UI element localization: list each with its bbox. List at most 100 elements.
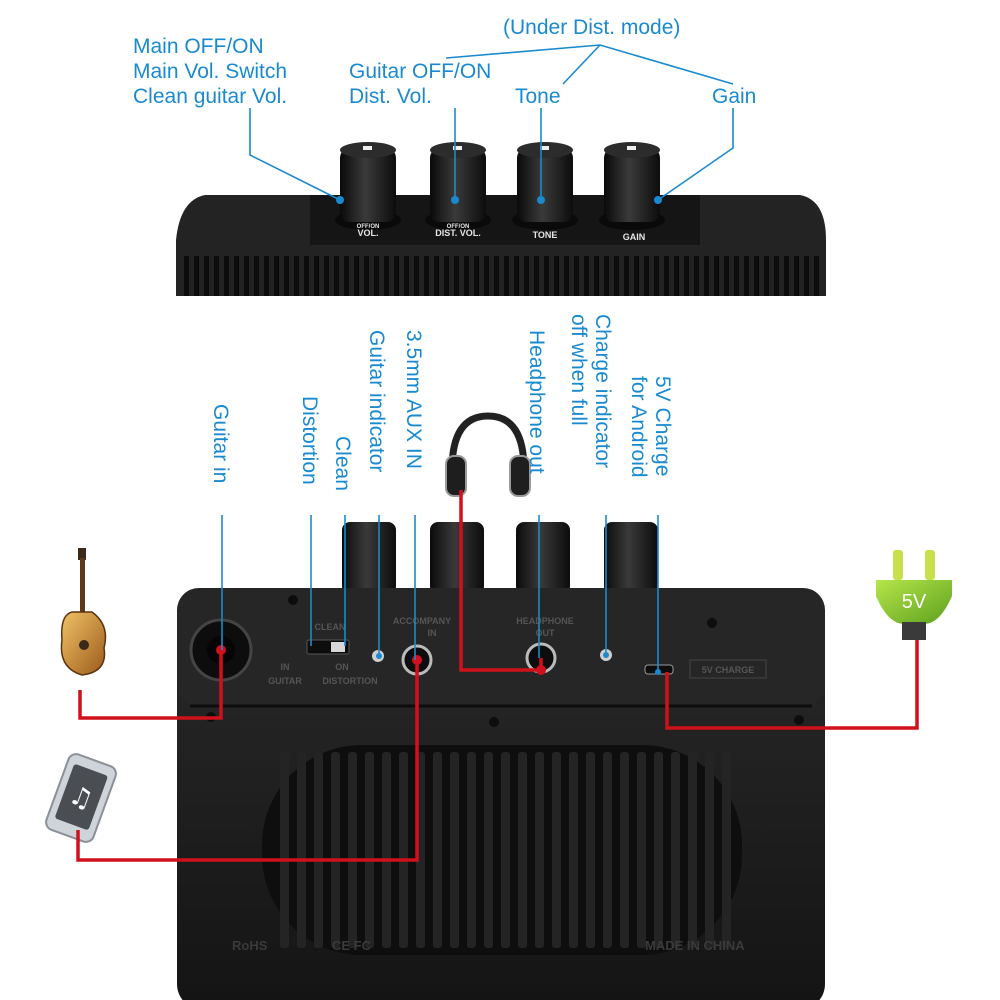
grill-slot — [644, 256, 649, 296]
vol-label: VOL. — [357, 228, 378, 238]
for-android-text: for Android — [627, 376, 650, 478]
speaker-slat — [688, 752, 697, 948]
top-grill — [184, 256, 819, 296]
grill-slot — [334, 256, 339, 296]
panel-aux-in-text: IN — [428, 628, 437, 638]
panel-headphone-text: HEADPHONE — [516, 616, 574, 626]
grill-slot — [414, 256, 419, 296]
grill-slot — [274, 256, 279, 296]
front-callout-dots — [376, 652, 661, 675]
speaker-slat — [484, 752, 493, 948]
speaker-slat — [280, 752, 289, 948]
tone-label: TONE — [533, 230, 558, 240]
panel-guitar-text: GUITAR — [268, 676, 302, 686]
grill-slot — [484, 256, 489, 296]
grill-slot — [724, 256, 729, 296]
main-offon-text: Main OFF/ON — [133, 35, 264, 58]
grill-slot — [624, 256, 629, 296]
speaker-slat — [569, 752, 578, 948]
grill-slot — [254, 256, 259, 296]
front-view: CLEAN IN GUITAR ON DISTORTION ACCOMPANY … — [177, 522, 825, 1000]
vol-knob[interactable] — [335, 142, 401, 230]
aux-in-text: 3.5mm AUX IN — [402, 330, 425, 469]
grill-slot — [494, 256, 499, 296]
speaker-slat — [399, 752, 408, 948]
grill-slot — [764, 256, 769, 296]
ce-fc-stamp: CE FC — [332, 938, 372, 953]
gain-label: GAIN — [623, 232, 646, 242]
grill-slot — [384, 256, 389, 296]
speaker-slat — [603, 752, 612, 948]
gain-text: Gain — [712, 85, 756, 108]
grill-slot — [674, 256, 679, 296]
grill-slot — [344, 256, 349, 296]
grill-slot — [554, 256, 559, 296]
speaker-slat — [433, 752, 442, 948]
grill-slot — [594, 256, 599, 296]
front-knob-3 — [516, 522, 570, 594]
dist-vol-label: DIST. VOL. — [435, 228, 481, 238]
grill-slot — [694, 256, 699, 296]
aux-cable — [76, 660, 419, 862]
front-knob-1 — [342, 522, 396, 594]
grill-slot — [794, 256, 799, 296]
charge-cable — [665, 640, 919, 730]
charge-label-box — [689, 659, 767, 679]
front-knob-4 — [604, 522, 658, 594]
grill-slot — [654, 256, 659, 296]
clean-text: Clean — [331, 436, 354, 491]
speaker-slat — [314, 752, 323, 948]
tone-knob[interactable] — [512, 142, 578, 230]
grill-slot — [804, 256, 809, 296]
screw — [489, 717, 499, 727]
grill-slot — [514, 256, 519, 296]
front-knob-2 — [430, 522, 484, 594]
grill-slot — [424, 256, 429, 296]
speaker-slat — [518, 752, 527, 948]
grill-slot — [814, 256, 819, 296]
main-vol-switch-text: Main Vol. Switch — [133, 60, 287, 83]
grill-slot — [604, 256, 609, 296]
tone-text: Tone — [515, 85, 561, 108]
dist-mode-tone-line — [562, 44, 601, 85]
grill-slot — [574, 256, 579, 296]
gain-knob[interactable] — [599, 142, 665, 230]
grill-slot — [314, 256, 319, 296]
grill-slot — [564, 256, 569, 296]
speaker-slat — [535, 752, 544, 948]
grill-slot — [584, 256, 589, 296]
top-callout-dots — [336, 196, 662, 204]
speaker-slat — [722, 752, 731, 948]
headphone-cable — [459, 490, 543, 672]
grill-slot — [684, 256, 689, 296]
grill-slot — [374, 256, 379, 296]
made-in-stamp: MADE IN CHINA — [645, 938, 745, 953]
speaker-slat — [365, 752, 374, 948]
guitar-icon — [60, 548, 107, 676]
grill-slot — [744, 256, 749, 296]
grill-slot — [294, 256, 299, 296]
top-view: VOL. DIST. VOL. TONE GAIN OFF/ON OFF/ON — [176, 142, 826, 296]
screw — [707, 618, 717, 628]
grill-slot — [184, 256, 189, 296]
grill-slot — [214, 256, 219, 296]
grill-slot — [614, 256, 619, 296]
grill-slot — [224, 256, 229, 296]
vol-offon-label: OFF/ON — [357, 224, 380, 230]
grill-slot — [734, 256, 739, 296]
dist-vol-knob[interactable] — [425, 142, 491, 230]
front-control-panel — [177, 588, 825, 706]
grill-slot — [354, 256, 359, 296]
speaker-slat — [671, 752, 680, 948]
guitar-cable — [78, 650, 223, 720]
headphone-out-text: Headphone out — [525, 330, 548, 474]
grill-slot — [304, 256, 309, 296]
speaker-slat — [382, 752, 391, 948]
grill-slot — [784, 256, 789, 296]
screw — [794, 715, 804, 725]
grill-slot — [204, 256, 209, 296]
rohs-stamp: RoHS — [232, 938, 268, 953]
charge-indicator-text: Charge indicator — [591, 314, 614, 468]
grill-slot — [284, 256, 289, 296]
